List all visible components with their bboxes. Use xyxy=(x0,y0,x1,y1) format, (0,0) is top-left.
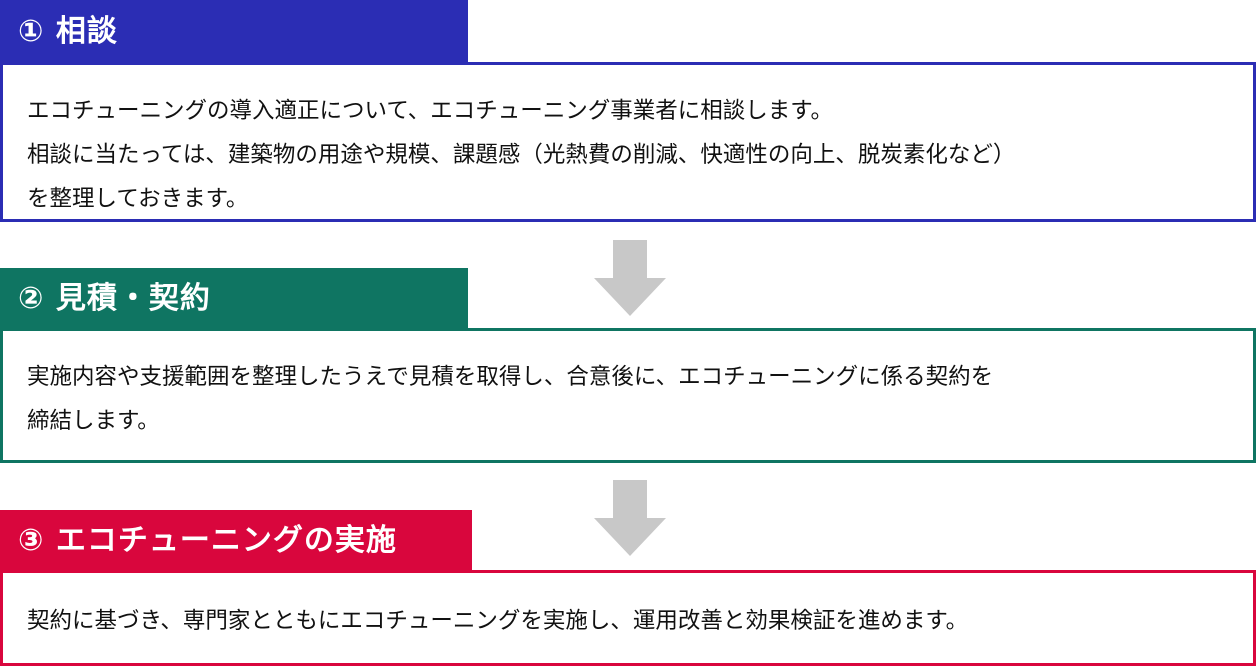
step-1-header: ① 相談 xyxy=(0,0,468,64)
down-arrow-icon xyxy=(594,240,666,316)
step-1-box: エコチューニングの導入適正について、エコチューニング事業者に相談します。 相談に… xyxy=(0,62,1256,222)
step-1-line-3: を整理しておきます。 xyxy=(27,186,249,212)
step-2-box: 実施内容や支援範囲を整理したうえで見積を取得し、合意後に、エコチューニングに係る… xyxy=(0,328,1256,463)
step-1-number: ① xyxy=(18,14,45,49)
step-2-header: ② 見積・契約 xyxy=(0,268,468,330)
step-1-title: 相談 xyxy=(55,14,118,49)
step-3-number: ③ xyxy=(18,523,45,558)
step-2-line-2: 締結します。 xyxy=(27,408,160,434)
step-1-line-2: 相談に当たっては、建築物の用途や規模、課題感（光熱費の削減、快適性の向上、脱炭素… xyxy=(27,142,1016,168)
step-3-line-1: 契約に基づき、専門家とともにエコチューニングを実施し、運用改善と効果検証を進めま… xyxy=(27,608,969,634)
step-1-line-1: エコチューニングの導入適正について、エコチューニング事業者に相談します。 xyxy=(27,98,833,124)
step-3-header: ③ エコチューニングの実施 xyxy=(0,510,472,572)
step-2-number: ② xyxy=(18,281,45,316)
step-3-box: 契約に基づき、専門家とともにエコチューニングを実施し、運用改善と効果検証を進めま… xyxy=(0,570,1256,666)
down-arrow-icon xyxy=(594,480,666,556)
step-2-title: 見積・契約 xyxy=(55,281,211,316)
step-3-title: エコチューニングの実施 xyxy=(55,523,397,558)
step-2-line-1: 実施内容や支援範囲を整理したうえで見積を取得し、合意後に、エコチューニングに係る… xyxy=(27,364,994,390)
